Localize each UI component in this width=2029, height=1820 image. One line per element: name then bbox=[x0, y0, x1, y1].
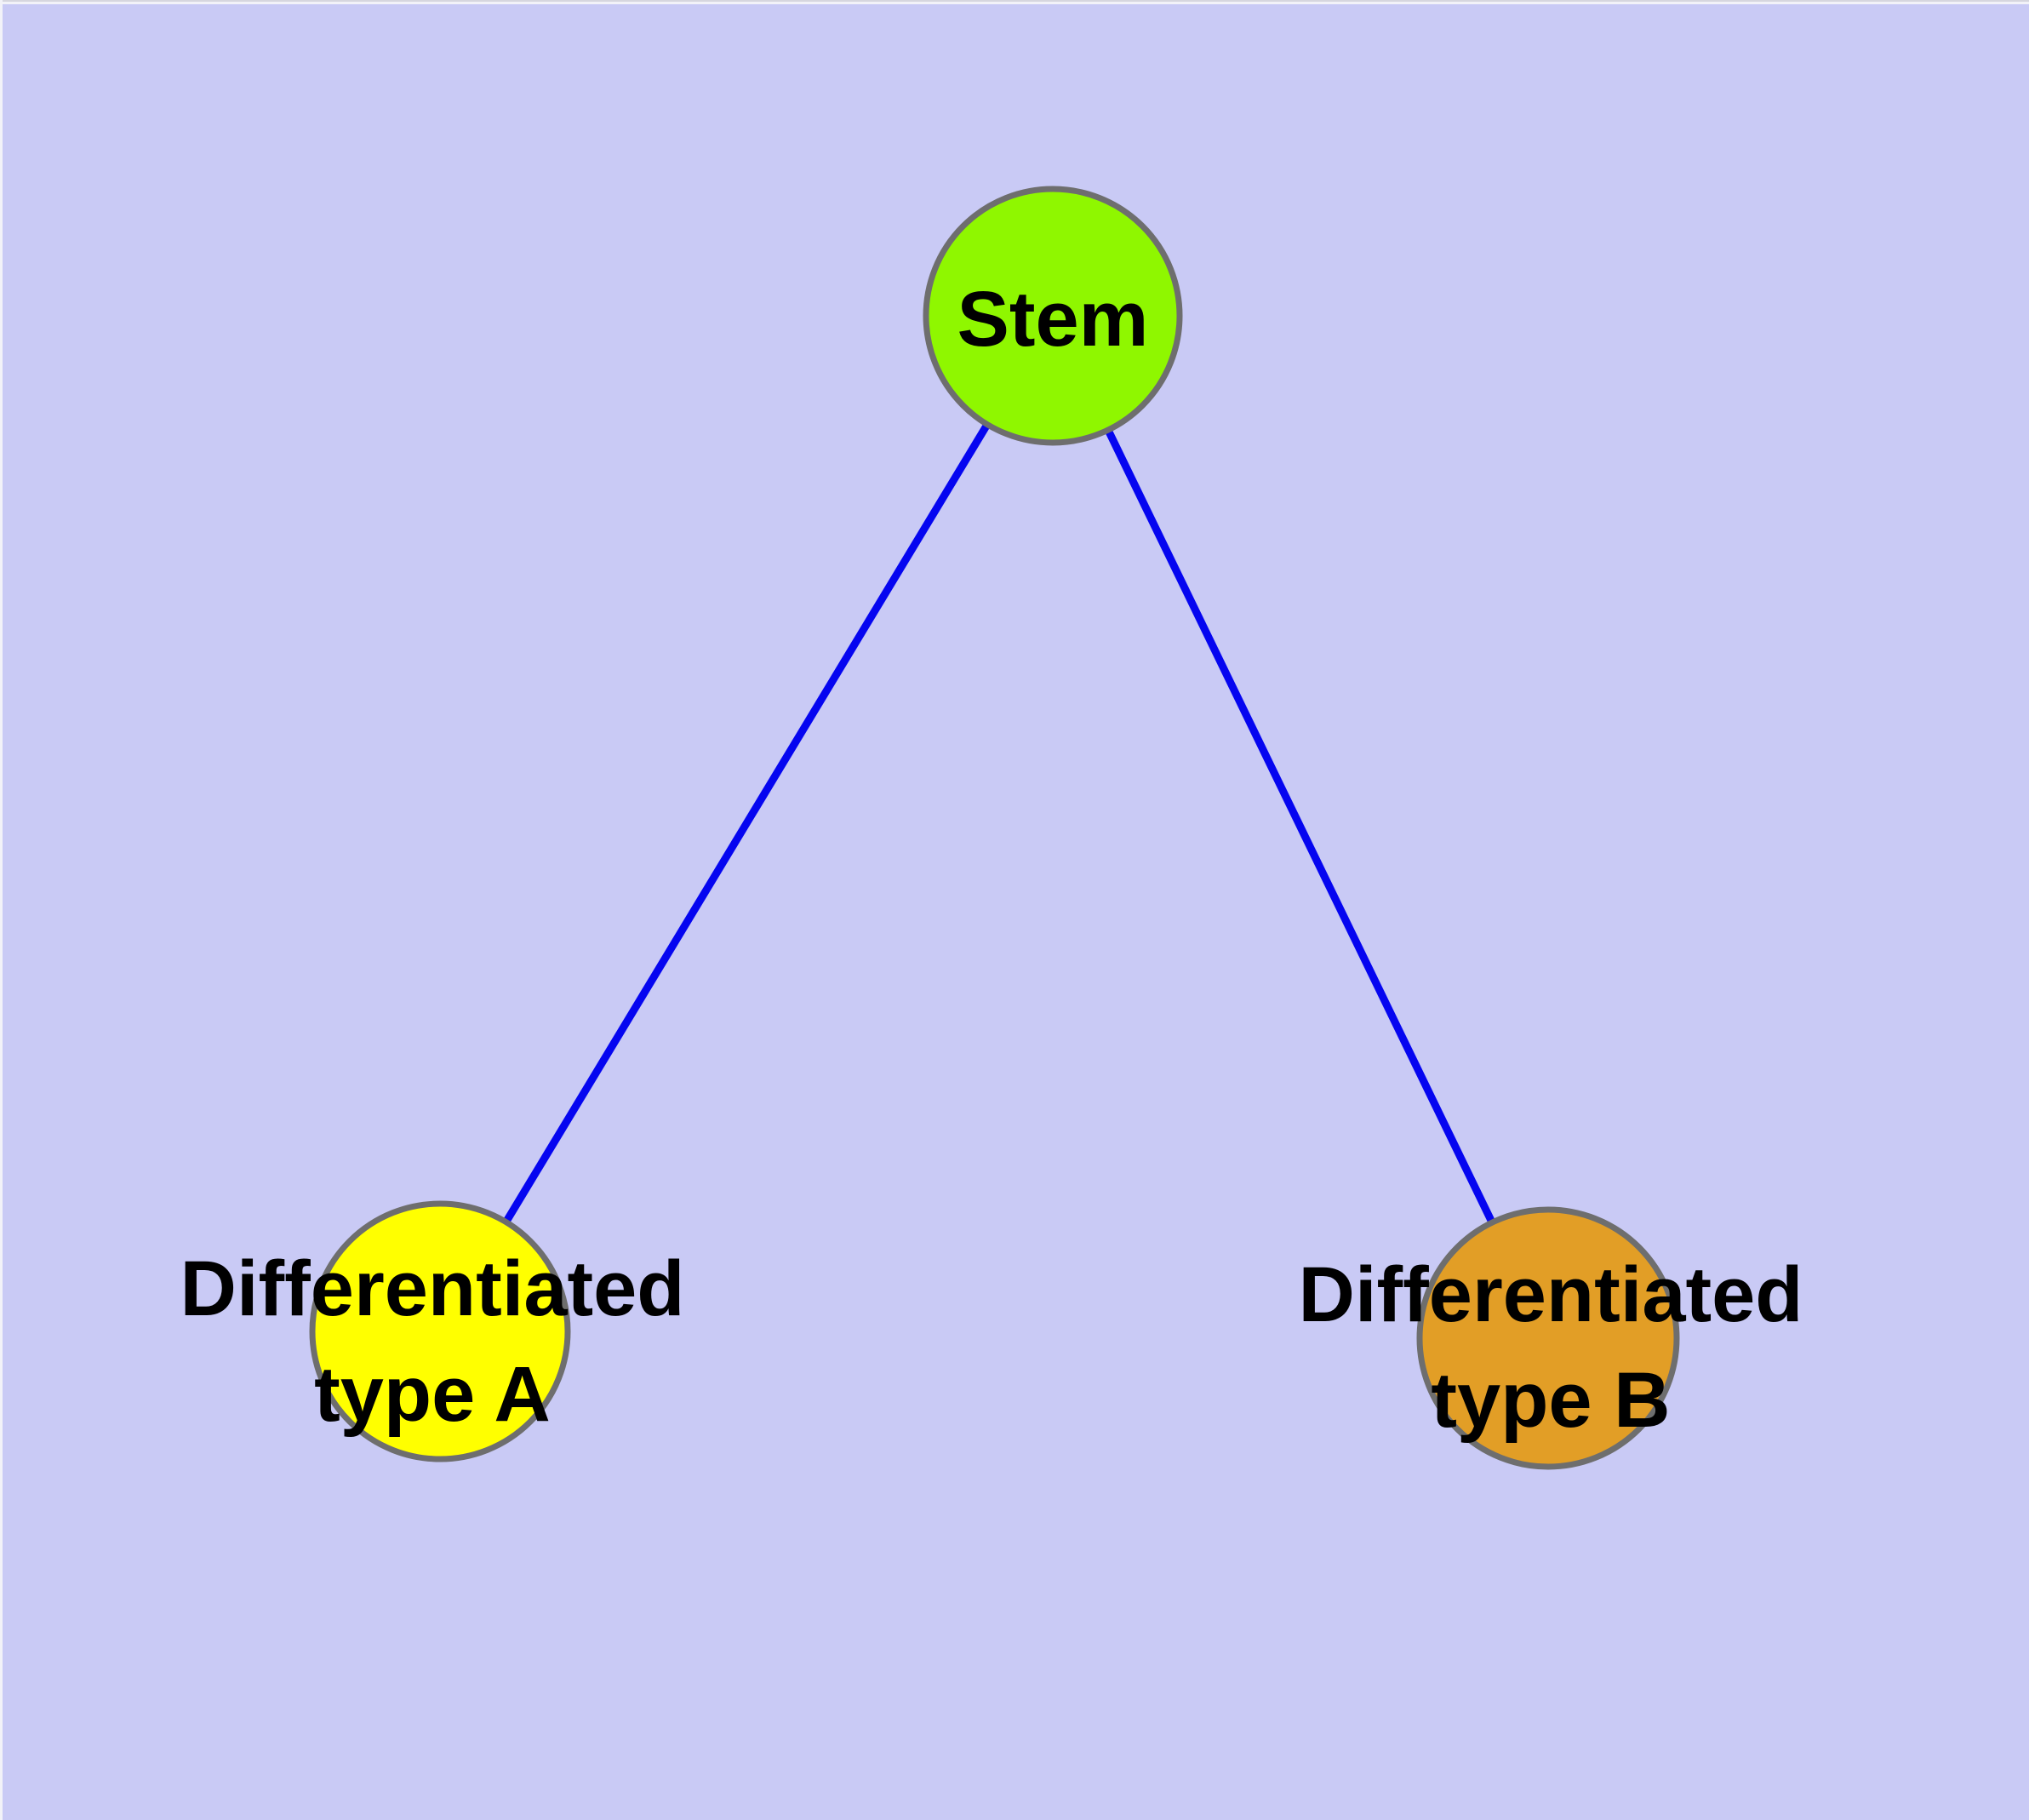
node-type-b-label-line2: type B bbox=[1431, 1357, 1670, 1444]
node-type-a-label-line2: type A bbox=[314, 1351, 551, 1438]
node-type-a-label-line1: Differentiated bbox=[180, 1245, 685, 1332]
node-type-b-circle bbox=[1416, 1206, 1680, 1470]
node-type-a: Differentiated type A bbox=[180, 1200, 685, 1462]
top-border-strip bbox=[0, 0, 2029, 4]
edge-stem-to-type-a bbox=[437, 313, 1056, 1334]
node-type-b-label-line1: Differentiated bbox=[1299, 1251, 1803, 1338]
node-stem: Stem bbox=[923, 186, 1183, 446]
node-stem-label: Stem bbox=[957, 276, 1149, 363]
left-border-strip bbox=[0, 0, 3, 1820]
edge-stem-to-type-b bbox=[1049, 314, 1552, 1340]
node-type-a-circle bbox=[309, 1200, 571, 1462]
node-stem-circle bbox=[923, 186, 1183, 446]
node-type-b: Differentiated type B bbox=[1299, 1206, 1803, 1470]
